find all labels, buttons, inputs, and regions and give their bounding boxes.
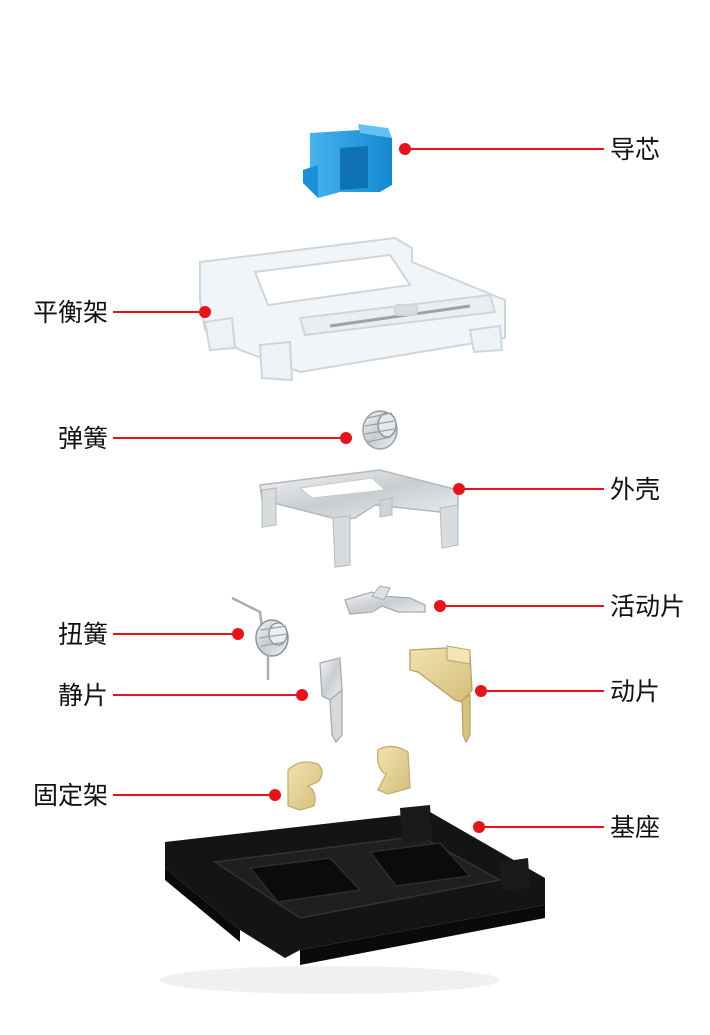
moving-leaf-part	[409, 645, 473, 744]
callout-dot-moving-leaf	[475, 685, 487, 697]
callout-dot-stabilizer	[199, 306, 211, 318]
housing-part	[259, 469, 459, 568]
label-moving-leaf: 动片	[610, 677, 661, 706]
callout-dot-torsion-spring	[232, 628, 244, 640]
label-housing: 外壳	[610, 475, 661, 504]
active-leaf-part	[344, 585, 426, 615]
callout-dot-fixed-bracket	[269, 789, 281, 801]
callout-dot-static-leaf	[296, 689, 308, 701]
torsion-spring-part	[231, 596, 289, 680]
fixed-bracket-right-part	[377, 745, 411, 795]
label-spring: 弹簧	[57, 424, 108, 453]
callout-dot-active-leaf	[434, 600, 446, 612]
callout-lines	[113, 148, 604, 828]
label-static-leaf: 静片	[57, 681, 108, 710]
label-active-leaf: 活动片	[610, 592, 686, 621]
guide-core-part	[303, 124, 392, 198]
label-guide-core: 导芯	[610, 135, 661, 164]
stabilizer-part	[199, 236, 506, 382]
callout-dot-spring	[340, 432, 352, 444]
label-base: 基座	[610, 813, 661, 842]
spring-part	[362, 410, 398, 450]
callout-dot-base	[473, 821, 485, 833]
callout-dot-guide-core	[399, 143, 411, 155]
fixed-bracket-left-part	[287, 761, 323, 811]
base-part	[160, 805, 545, 994]
label-fixed-bracket: 固定架	[32, 781, 108, 810]
callout-dots	[199, 143, 487, 833]
label-torsion-spring: 扭簧	[57, 620, 108, 649]
callout-dot-housing	[453, 483, 465, 495]
label-stabilizer: 平衡架	[32, 298, 108, 327]
static-leaf-part	[319, 657, 343, 744]
